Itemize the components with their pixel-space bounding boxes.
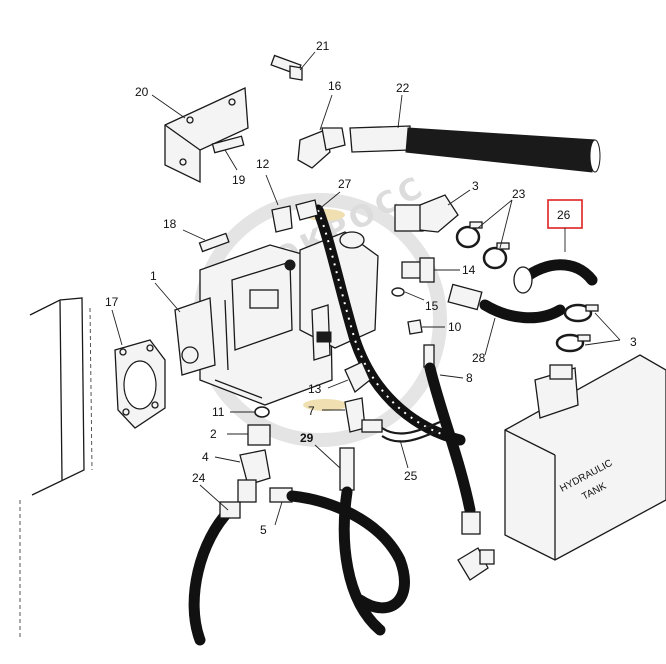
frame-wall <box>19 297 93 640</box>
callout-25: 25 <box>404 469 418 483</box>
hose-28 <box>447 283 566 324</box>
fitting-12 <box>271 205 293 233</box>
clamps-23 <box>455 221 510 270</box>
hose-24 <box>188 490 410 646</box>
callout-4: 4 <box>202 450 209 464</box>
callout-26: 26 <box>557 208 571 222</box>
fitting-2 <box>247 424 271 446</box>
fitting-7 <box>344 397 383 433</box>
callout-15: 15 <box>425 299 439 313</box>
hose-22 <box>349 125 601 173</box>
o-ring-15 <box>391 287 405 297</box>
hydraulic-tank: HYDRAULIC TANK <box>504 354 666 561</box>
callout-27: 27 <box>338 177 352 191</box>
callout-7: 7 <box>308 404 315 418</box>
fitting-10 <box>407 319 423 335</box>
callout-16: 16 <box>328 79 342 93</box>
callout-5: 5 <box>260 523 267 537</box>
hose-25 <box>381 420 441 443</box>
callout-10: 10 <box>448 320 462 334</box>
callout-17: 17 <box>105 295 119 309</box>
callout-2: 2 <box>210 427 217 441</box>
bolt-19 <box>211 135 245 154</box>
callout-3-upper: 3 <box>472 179 479 193</box>
tee-fitting-4 <box>237 449 271 503</box>
callout-12: 12 <box>256 157 270 171</box>
callout-22: 22 <box>396 81 410 95</box>
callout-1: 1 <box>150 269 157 283</box>
callout-21: 21 <box>316 39 330 53</box>
hose-26 <box>513 259 598 294</box>
callout-14: 14 <box>462 263 476 277</box>
gasket <box>114 339 166 429</box>
callout-20: 20 <box>135 85 149 99</box>
callout-23: 23 <box>512 187 526 201</box>
callout-24: 24 <box>192 471 206 485</box>
hose-8 <box>423 344 495 581</box>
callout-8: 8 <box>466 371 473 385</box>
mounting-bracket <box>164 87 249 184</box>
callout-labels: 1 2 3 3 4 5 7 8 10 11 12 13 14 15 16 17 … <box>105 39 637 537</box>
elbow-fitting-16 <box>297 127 346 169</box>
hydraulic-pump <box>174 231 379 406</box>
callout-3-right: 3 <box>630 335 637 349</box>
callout-19: 19 <box>232 173 246 187</box>
hose-27 <box>295 199 466 446</box>
o-ring-11 <box>254 406 270 418</box>
elbow-14 <box>401 257 435 283</box>
callout-11: 11 <box>212 405 225 419</box>
clamps-3-right <box>555 303 599 353</box>
fitting-13 <box>344 361 371 394</box>
callout-28: 28 <box>472 351 486 365</box>
bolt-21 <box>270 54 303 81</box>
callout-13: 13 <box>308 382 322 396</box>
callout-29: 29 <box>300 431 314 445</box>
leader-lines <box>111 51 621 526</box>
bolt-18 <box>198 232 230 253</box>
callout-18: 18 <box>163 217 177 231</box>
